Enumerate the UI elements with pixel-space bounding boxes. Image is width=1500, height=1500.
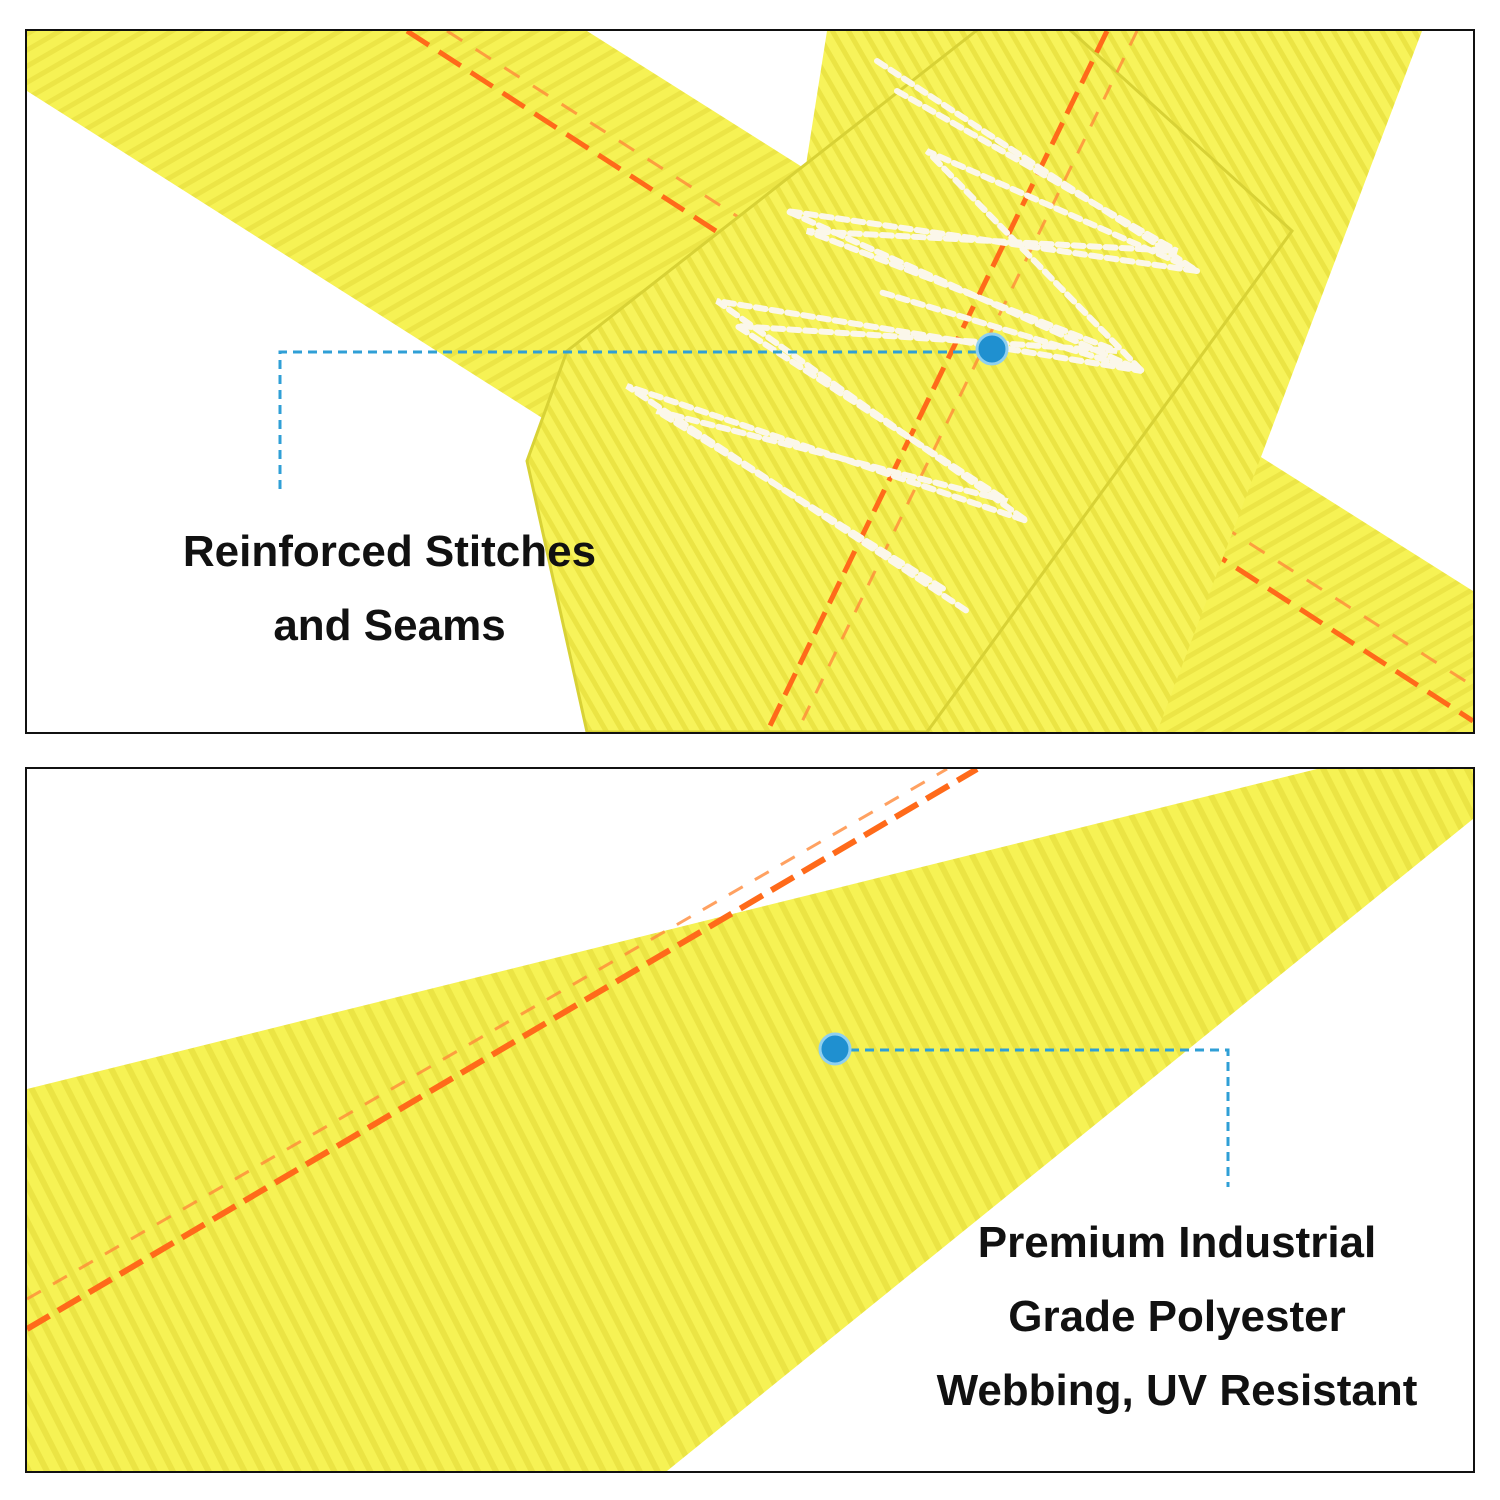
webbing-caption-line-3: Webbing, UV Resistant [936,1366,1418,1415]
callout-dot-icon [818,1032,852,1066]
stitching-closeup-panel: Reinforced Stitches and Seams [25,29,1475,734]
stitches-callout-leader [278,332,1009,489]
zigzag-stitching [625,58,1200,614]
stitched-webbing-photo [27,31,1473,732]
stitches-caption-line-2: and Seams [273,601,506,650]
webbing-caption-line-2: Grade Polyester [1008,1292,1346,1341]
webbing-photo [27,769,1473,1471]
webbing-closeup-panel: Premium Industrial Grade Polyester Webbi… [25,767,1475,1473]
callout-dot-icon [975,332,1009,366]
stitches-caption-line-1: Reinforced Stitches [182,527,597,576]
webbing-caption: Premium Industrial Grade Polyester Webbi… [887,1206,1467,1428]
webbing-caption-line-1: Premium Industrial [977,1218,1377,1267]
webbing-callout-leader [818,1032,1230,1187]
stitches-caption: Reinforced Stitches and Seams [117,515,662,663]
polyester-strap [27,769,1473,1471]
